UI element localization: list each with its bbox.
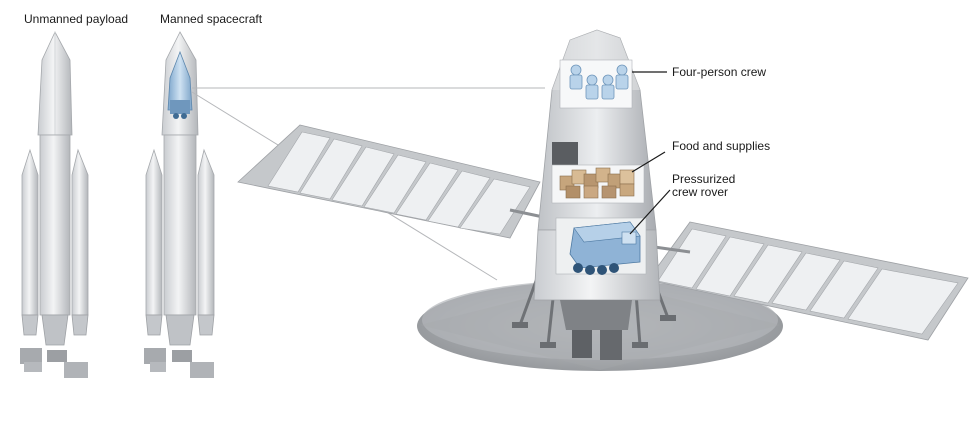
title-unmanned-payload: Unmanned payload xyxy=(24,12,129,26)
callout-leaders xyxy=(629,71,671,235)
title-manned-spacecraft: Manned spacecraft xyxy=(160,12,263,26)
cargo-boxes-icon xyxy=(559,167,635,199)
rover-icon xyxy=(569,221,641,275)
callout-four-person-crew: Four-person crew xyxy=(672,65,767,79)
crew-figures-icon xyxy=(569,64,629,100)
left-solar-array xyxy=(237,124,549,239)
capsule-icon xyxy=(167,50,193,119)
callout-food-and-supplies: Food and supplies xyxy=(672,139,771,153)
manned-rocket xyxy=(144,31,215,378)
callout-rover-line2: crew rover xyxy=(672,185,729,199)
callout-rover-line1: Pressurized xyxy=(672,172,736,186)
unmanned-rocket xyxy=(20,31,89,378)
right-solar-array xyxy=(639,221,969,341)
